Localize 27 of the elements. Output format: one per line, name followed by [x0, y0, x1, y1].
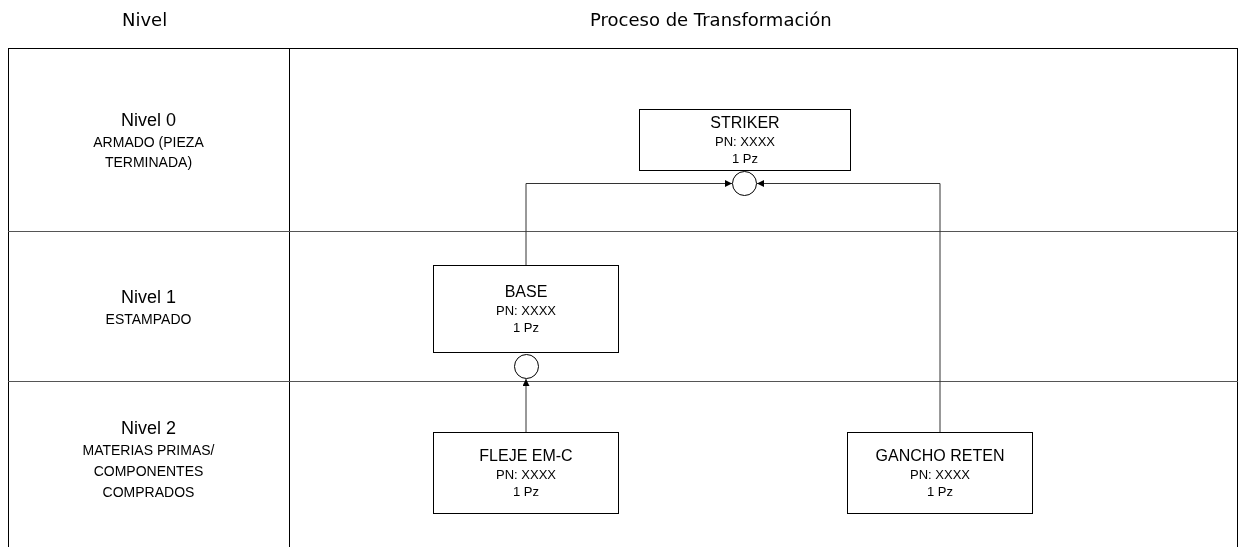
part-number: PN: XXXX: [496, 302, 556, 319]
level-description: ARMADO (PIEZA TERMINADA): [92, 132, 205, 172]
connector-arrow: [756, 180, 941, 433]
part-box: [433, 432, 619, 514]
part-box: [433, 265, 619, 353]
part-name: STRIKER: [710, 113, 780, 133]
connector-arrow: [522, 378, 530, 433]
column-heading: Nivel: [122, 8, 168, 32]
level-title: Nivel 0: [121, 108, 176, 132]
part-name: BASE: [504, 282, 548, 302]
level-title: Nivel 2: [121, 417, 176, 440]
column-heading: Proceso de Transformación: [590, 8, 832, 32]
part-quantity: 1 Pz: [732, 150, 758, 167]
part-number: PN: XXXX: [910, 466, 970, 483]
connector-arrow: [525, 180, 733, 266]
part-number: PN: XXXX: [715, 133, 775, 150]
part-quantity: 1 Pz: [513, 483, 539, 500]
part-box: [847, 432, 1033, 514]
part-quantity: 1 Pz: [513, 319, 539, 336]
part-number: PN: XXXX: [496, 466, 556, 483]
part-name: FLEJE EM-C: [479, 446, 573, 466]
level-description: MATERIAS PRIMAS/ COMPONENTES COMPRADOS: [81, 441, 216, 502]
level-description: ESTAMPADO: [105, 309, 192, 329]
part-box: [639, 109, 851, 171]
level-title: Nivel 1: [121, 285, 176, 309]
part-name: GANCHO RETEN: [875, 446, 1005, 466]
part-quantity: 1 Pz: [927, 483, 953, 500]
